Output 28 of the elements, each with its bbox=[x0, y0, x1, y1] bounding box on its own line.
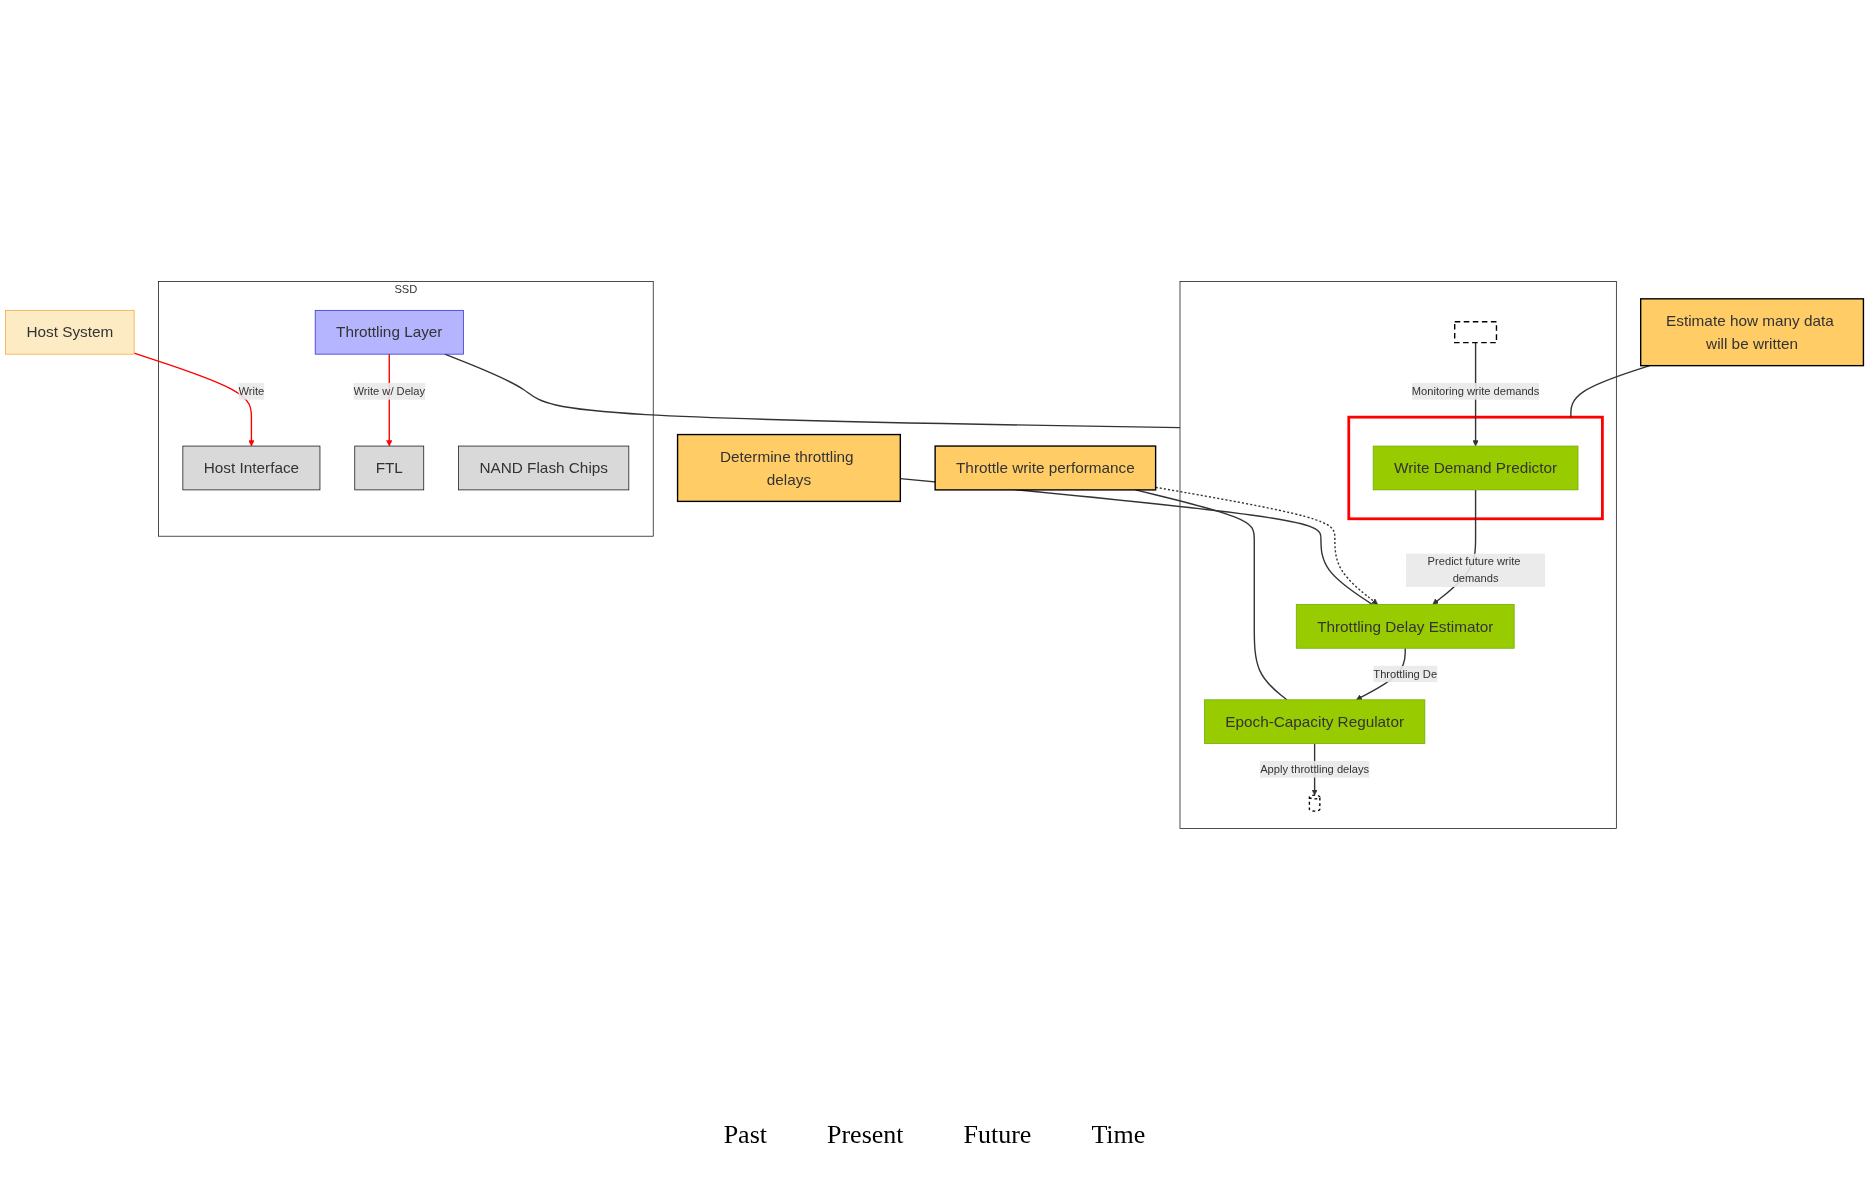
node-box: Write Demand Predictor bbox=[1372, 445, 1579, 491]
edge-label: Monitoring write demands bbox=[1411, 385, 1540, 397]
node-picture bbox=[1308, 794, 1321, 812]
edge-label: Throttling De bbox=[1373, 667, 1438, 680]
node-box: FTL bbox=[354, 445, 425, 491]
axis-label: Time bbox=[1091, 1120, 1146, 1150]
axis-label: Past bbox=[723, 1120, 767, 1150]
arrow bbox=[133, 352, 255, 447]
connector bbox=[1570, 364, 1651, 418]
edge-label: Apply throttling delays bbox=[1260, 763, 1370, 775]
node-box: Throttling Layer bbox=[314, 309, 464, 355]
node-box: Throttling Delay Estimator bbox=[1295, 604, 1515, 649]
node-box: Host Interface bbox=[182, 445, 321, 491]
node-box: Determine throttling delays bbox=[676, 433, 901, 503]
node-box: Estimate how many data will be written bbox=[1640, 298, 1865, 367]
node-box: Throttle write performance bbox=[934, 445, 1157, 491]
node-box: Host System bbox=[5, 309, 135, 355]
node-box: Epoch-Capacity Regulator bbox=[1204, 699, 1426, 744]
edge-label: Write bbox=[238, 385, 265, 397]
axis-label: Future bbox=[963, 1120, 1032, 1150]
edge-label: Predict future write demands bbox=[1427, 555, 1521, 585]
edge-label: Write w/ Delay bbox=[353, 385, 426, 397]
arrow bbox=[1154, 486, 1378, 605]
cluster bbox=[1179, 281, 1617, 829]
node-box bbox=[1454, 321, 1498, 344]
cluster bbox=[1347, 415, 1604, 521]
node-box: NAND Flash Chips bbox=[458, 445, 630, 491]
axis-label: Present bbox=[826, 1120, 904, 1150]
